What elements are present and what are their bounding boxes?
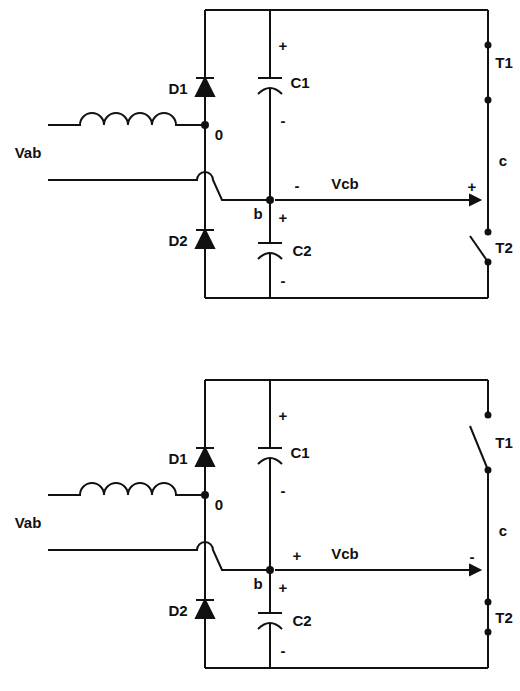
circuit-label: + bbox=[279, 38, 288, 53]
circuit-label: T1 bbox=[495, 435, 513, 450]
circuit-label: D2 bbox=[168, 603, 187, 618]
circuit-label: C1 bbox=[290, 75, 309, 90]
circuit-label: T1 bbox=[495, 55, 513, 70]
circuit-label: 0 bbox=[215, 127, 223, 142]
circuit-label: D2 bbox=[168, 233, 187, 248]
circuit-label: + bbox=[468, 179, 477, 194]
circuit-bottom bbox=[48, 380, 491, 668]
switch-t2-open bbox=[470, 236, 488, 262]
circuit-label: C2 bbox=[292, 613, 311, 628]
circuit-label: 0 bbox=[215, 497, 223, 512]
circuit-label: + bbox=[279, 580, 288, 595]
circuit-label: + bbox=[279, 210, 288, 225]
circuit-label: Vab bbox=[15, 515, 42, 530]
circuit-label: C2 bbox=[292, 243, 311, 258]
circuit-label: D1 bbox=[168, 81, 187, 96]
circuit-label: C1 bbox=[290, 445, 309, 460]
circuit-label: D1 bbox=[168, 451, 187, 466]
circuit-label: Vab bbox=[15, 145, 42, 160]
switch-t1-closed bbox=[487, 45, 489, 100]
circuit-label: T2 bbox=[495, 610, 513, 625]
circuit-label: + bbox=[279, 408, 288, 423]
circuit-label: - bbox=[295, 178, 300, 193]
circuit-label: c bbox=[499, 153, 507, 168]
circuit-label: - bbox=[281, 273, 286, 288]
circuit-label: + bbox=[293, 548, 302, 563]
circuit-label: Vcb bbox=[331, 176, 359, 191]
circuit-top bbox=[48, 10, 491, 298]
circuit-label: b bbox=[253, 576, 262, 591]
switch-t2-closed bbox=[487, 602, 489, 632]
circuit-label: b bbox=[253, 206, 262, 221]
circuit-label: c bbox=[499, 523, 507, 538]
circuit-label: - bbox=[281, 483, 286, 498]
circuit-label: - bbox=[281, 643, 286, 658]
circuit-label: T2 bbox=[495, 240, 513, 255]
switch-t1-open bbox=[470, 426, 488, 470]
circuit-label: Vcb bbox=[331, 546, 359, 561]
circuit-label: - bbox=[281, 113, 286, 128]
circuit-label: - bbox=[470, 549, 475, 564]
